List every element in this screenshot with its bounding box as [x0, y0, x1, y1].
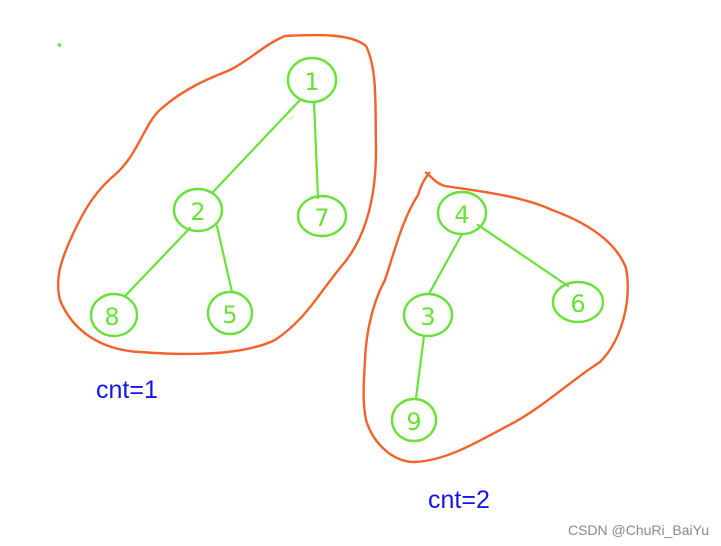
- node-label: 4: [454, 201, 469, 229]
- node-label: 6: [570, 290, 585, 318]
- edge-2-8: [123, 226, 192, 298]
- node-circle: [436, 190, 488, 236]
- node-5: 5: [206, 290, 254, 336]
- node-circle: [172, 187, 224, 233]
- node-circle: [402, 292, 454, 338]
- group-outline-2: [362, 170, 629, 464]
- edge-1-7: [312, 100, 320, 200]
- node-6: 6: [551, 280, 605, 324]
- node-4: 4: [436, 190, 488, 236]
- node-label: 5: [222, 301, 237, 329]
- ink-speck: [57, 42, 62, 48]
- node-label: 9: [406, 408, 421, 436]
- node-circle: [296, 194, 348, 238]
- node-3: 3: [402, 292, 454, 338]
- node-circle: [551, 280, 605, 324]
- node-label: 7: [314, 204, 329, 232]
- node-7: 7: [296, 194, 348, 238]
- node-label: 2: [190, 198, 205, 226]
- node-circle: [390, 397, 438, 443]
- edges: [123, 98, 570, 400]
- group-outline-1: [56, 33, 378, 356]
- node-label: 1: [304, 68, 319, 96]
- count-label-group-1: cnt=1: [96, 376, 158, 404]
- ink-speck: [287, 115, 295, 121]
- node-label: 3: [420, 303, 435, 331]
- node-circle: [89, 292, 139, 338]
- edge-1-2: [211, 98, 302, 194]
- node-label: 8: [104, 303, 119, 331]
- edge-3-9: [414, 334, 426, 400]
- node-circle: [206, 290, 254, 336]
- node-9: 9: [390, 397, 438, 443]
- node-8: 8: [89, 292, 139, 338]
- node-1: 1: [286, 56, 338, 104]
- edge-4-3: [428, 232, 464, 294]
- watermark: CSDN @ChuRi_BaiYu: [567, 522, 709, 538]
- node-circle: [286, 56, 338, 104]
- node-2: 2: [172, 187, 224, 233]
- edge-4-6: [476, 223, 570, 288]
- count-label-group-2: cnt=2: [428, 486, 490, 514]
- edge-2-5: [215, 224, 234, 294]
